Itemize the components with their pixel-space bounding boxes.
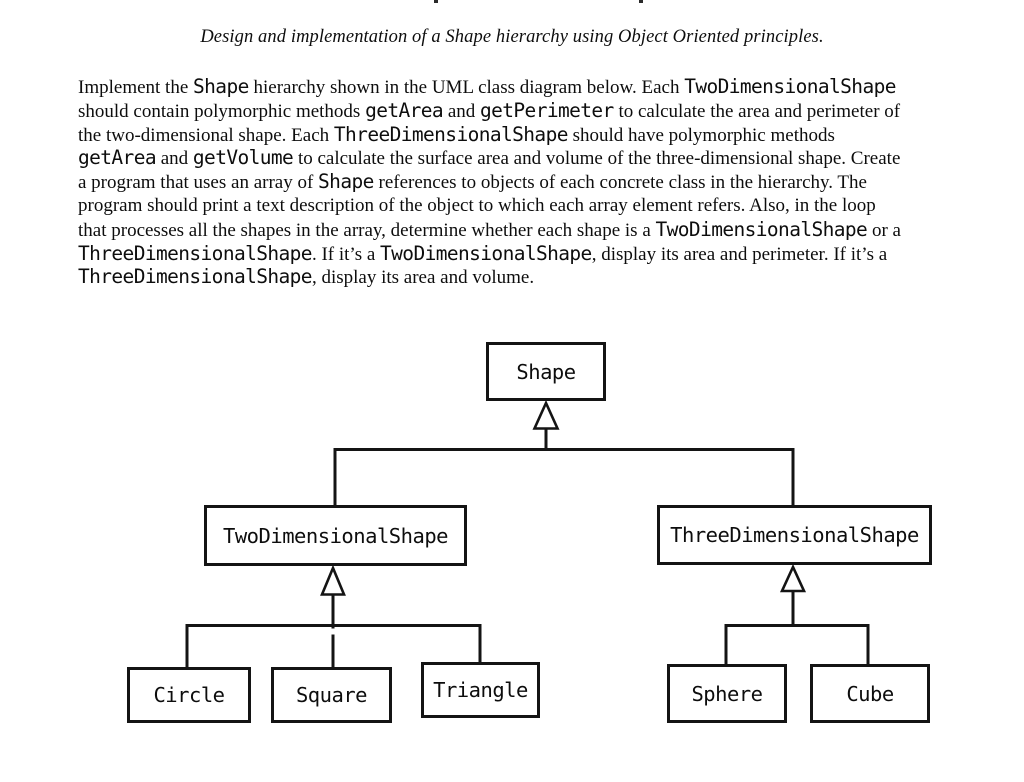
inline-text: , display its area and perimeter. If it’…: [591, 243, 888, 265]
inline-code: TwoDimensionalShape: [684, 75, 896, 98]
connector-line: [724, 624, 870, 664]
problem-paragraph: Implement the Shape hierarchy shown in t…: [78, 75, 1008, 289]
inline-text: and: [155, 148, 193, 170]
inline-code: TwoDimensionalShape: [655, 217, 868, 241]
class-name-label: Shape: [516, 359, 576, 384]
inline-text: a program that uses an array of: [78, 172, 319, 194]
inline-code: TwoDimensionalShape: [380, 241, 592, 265]
inline-text: the two-dimensional shape. Each: [78, 124, 334, 146]
inline-text: that processes all the shapes in the arr…: [78, 219, 656, 241]
inline-text: Implement the: [78, 77, 194, 98]
class-name-label: ThreeDimensionalShape: [670, 523, 919, 547]
class-box-circle: Circle: [127, 667, 251, 723]
inline-text: hierarchy shown in the UML class diagram…: [248, 77, 685, 98]
inline-code: ThreeDimensionalShape: [333, 122, 569, 146]
cropped-text-artifact: [639, 0, 643, 3]
class-box-two-dimensional-shape: TwoDimensionalShape: [204, 505, 467, 566]
exercise-title: Design and implementation of a Shape hie…: [200, 27, 824, 47]
class-name-label: Triangle: [433, 678, 528, 702]
text-line: a program that uses an array of Shape re…: [78, 170, 1008, 194]
text-line: the two-dimensional shape. Each ThreeDim…: [78, 123, 1008, 147]
inline-code: Shape: [193, 75, 249, 98]
inline-text: . If it’s a: [311, 243, 381, 265]
class-name-label: Sphere: [691, 681, 763, 706]
class-box-three-dimensional-shape: ThreeDimensionalShape: [657, 505, 932, 565]
class-name-label: Cube: [846, 681, 894, 706]
inline-text: , display its area and volume.: [311, 267, 535, 289]
text-line: getArea and getVolume to calculate the s…: [78, 146, 1008, 170]
inline-code: getVolume: [192, 146, 294, 170]
class-name-label: Circle: [153, 683, 225, 707]
inline-code: getArea: [365, 98, 444, 122]
inheritance-arrow-icon: [779, 563, 807, 593]
text-line: Implement the Shape hierarchy shown in t…: [78, 75, 1008, 99]
inline-code: Shape: [318, 170, 374, 194]
inline-text: or a: [867, 219, 901, 241]
inline-code: ThreeDimensionalShape: [78, 241, 313, 265]
inline-text: program should print a text description …: [78, 194, 876, 216]
text-line: ThreeDimensionalShape. If it’s a TwoDime…: [78, 242, 1008, 266]
class-name-label: TwoDimensionalShape: [223, 523, 449, 548]
connector-line: [185, 624, 482, 667]
cropped-text-artifact: [434, 0, 438, 3]
inline-code: getArea: [78, 146, 157, 170]
inline-text: to calculate the surface area and volume…: [293, 148, 901, 170]
inline-text: should have polymorphic methods: [567, 124, 835, 146]
inline-text: and: [443, 100, 480, 122]
inheritance-arrow-icon: [532, 399, 560, 430]
class-box-square: Square: [271, 667, 392, 723]
text-line: ThreeDimensionalShape, display its area …: [78, 265, 1008, 289]
class-box-sphere: Sphere: [667, 664, 787, 723]
inline-text: references to objects of each concrete c…: [373, 172, 867, 194]
text-line: that processes all the shapes in the arr…: [78, 218, 1008, 242]
class-box-cube: Cube: [810, 664, 930, 723]
class-box-triangle: Triangle: [421, 662, 540, 718]
text-line: should contain polymorphic methods getAr…: [78, 99, 1008, 123]
class-name-label: Square: [295, 683, 368, 707]
inline-text: should contain polymorphic methods: [78, 100, 366, 122]
inheritance-arrow-icon: [320, 564, 346, 596]
inline-code: getPerimeter: [480, 98, 614, 122]
connector-line: [333, 448, 795, 505]
inline-code: ThreeDimensionalShape: [78, 265, 313, 289]
class-box-shape: Shape: [486, 342, 606, 401]
text-line: program should print a text description …: [78, 194, 1008, 218]
inline-text: to calculate the area and perimeter of: [613, 100, 901, 122]
